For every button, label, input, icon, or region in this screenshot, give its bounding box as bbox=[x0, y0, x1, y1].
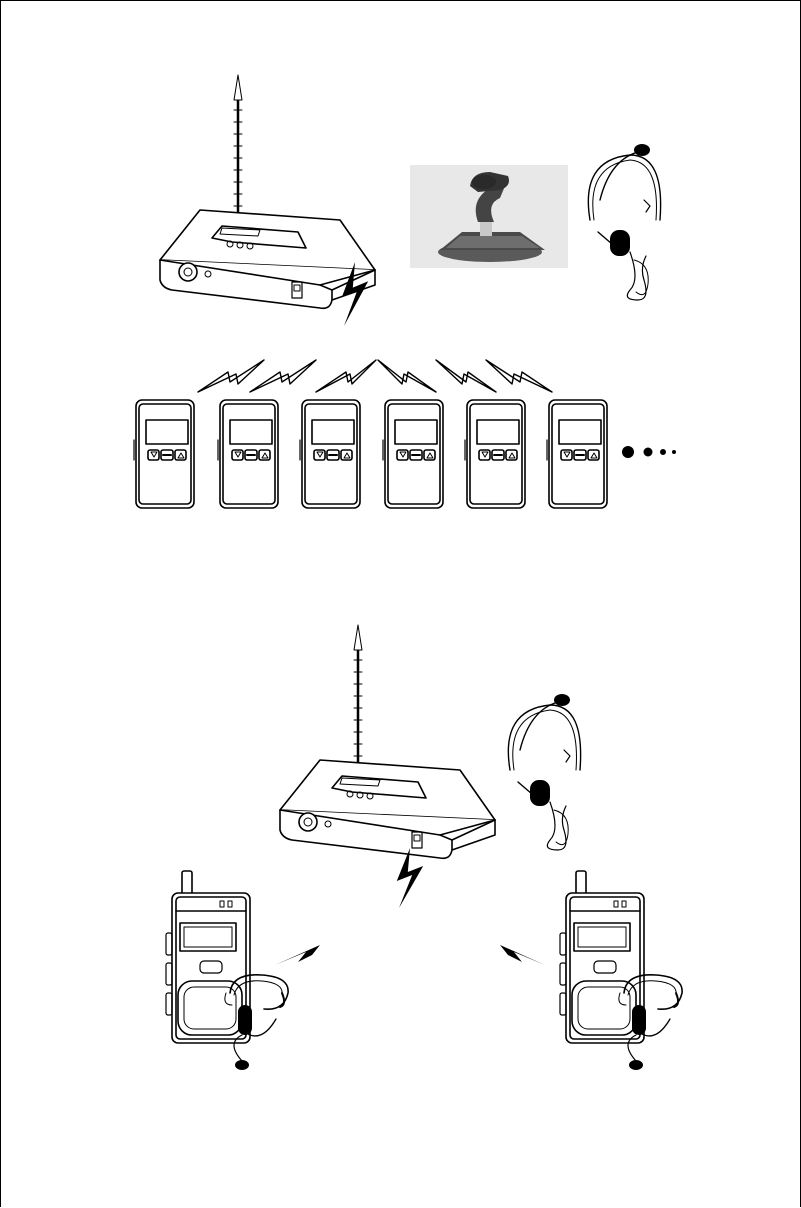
receiver-4 bbox=[383, 400, 443, 508]
right-signal-bolt bbox=[472, 937, 545, 965]
more-receivers-dots bbox=[622, 446, 676, 458]
receiver-row bbox=[134, 400, 607, 508]
bottom-transmitter bbox=[280, 625, 495, 858]
top-transmitter bbox=[160, 75, 375, 308]
signal-zigzags bbox=[198, 360, 552, 392]
left-signal-bolt bbox=[275, 937, 348, 965]
receiver-1 bbox=[134, 400, 194, 508]
headset-microphone-icon bbox=[588, 144, 660, 300]
receiver-6 bbox=[547, 400, 607, 508]
bottom-headset-icon bbox=[508, 694, 580, 850]
receiver-3 bbox=[300, 400, 360, 508]
right-receiver-with-earhook bbox=[560, 871, 682, 1070]
receiver-2 bbox=[218, 400, 278, 508]
receiver-5 bbox=[465, 400, 525, 508]
desktop-microphone-icon bbox=[410, 165, 568, 268]
left-receiver-with-earhook bbox=[166, 871, 288, 1070]
bottom-signal-bolt bbox=[397, 848, 423, 908]
